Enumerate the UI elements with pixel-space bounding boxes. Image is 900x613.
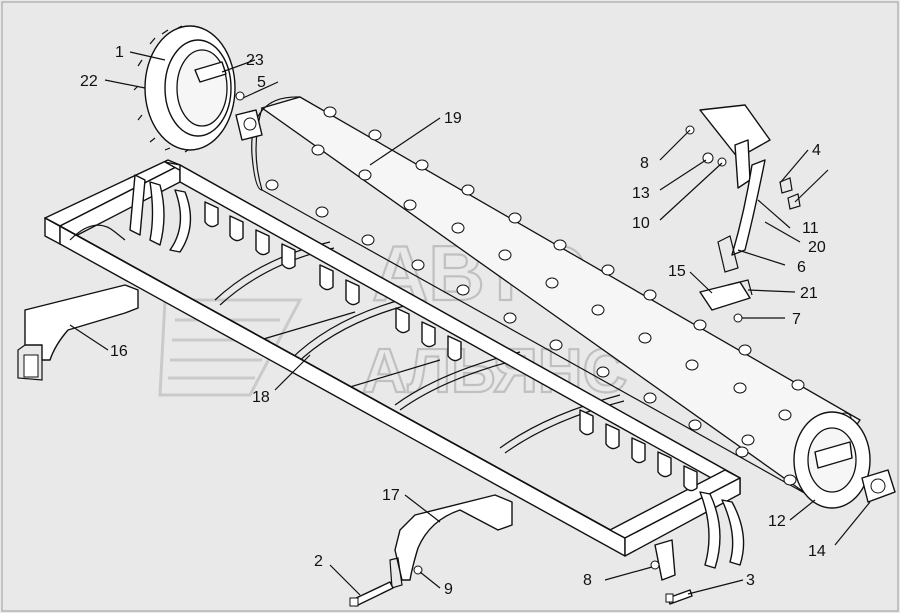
bracket-16: [17, 284, 139, 381]
callout-11: 11: [802, 220, 819, 237]
callout-14: 14: [808, 543, 826, 560]
callout-17: 17: [382, 487, 400, 504]
left-tines: [149, 181, 192, 253]
nut-8-lower: [650, 560, 660, 570]
leader-lines: [69, 51, 871, 596]
nut-5: [235, 91, 245, 101]
bolt-3: [665, 589, 693, 605]
callout-19: 19: [444, 110, 462, 127]
callout-13: 13: [632, 185, 650, 202]
callout-3: 3: [746, 572, 755, 589]
callout-20: 20: [808, 239, 826, 256]
callout-22: 22: [80, 73, 98, 90]
callout-23: 23: [246, 52, 264, 69]
scraper-blade-15: [699, 281, 751, 311]
callout-18: 18: [252, 389, 270, 406]
bearing-housing-left: [235, 109, 263, 141]
wheel-clamp-23: [194, 61, 227, 83]
callout-16: 16: [110, 343, 128, 360]
callout-12: 12: [768, 513, 786, 530]
end-disc-12: [793, 411, 871, 509]
scraper-arm-assembly: [685, 104, 801, 323]
callout-6: 6: [797, 259, 806, 276]
callout-5: 5: [257, 74, 266, 91]
callout-labels: 1 22 23 5 19 8 13 10 4 11 20 6 15 21 7 1…: [80, 44, 826, 598]
drum-studs: [265, 106, 852, 486]
frame-mounting-tabs: [204, 201, 698, 492]
callout-9: 9: [444, 581, 453, 598]
bolt-2: [349, 581, 394, 607]
main-frame: [44, 159, 741, 581]
callout-4: 4: [812, 142, 821, 159]
callout-21: 21: [800, 285, 818, 302]
bracket-17: [389, 494, 513, 589]
callout-8-upper: 8: [640, 155, 649, 172]
bearing-flange-14: [861, 469, 896, 503]
washer-10: [717, 157, 727, 167]
right-tines: [699, 491, 745, 569]
disc-wheel-1: [133, 25, 245, 153]
callout-7: 7: [792, 311, 801, 328]
callout-1: 1: [115, 44, 124, 61]
drum-19: [251, 96, 861, 496]
callout-2: 2: [314, 553, 323, 570]
callout-15: 15: [668, 263, 686, 280]
callout-8-lower: 8: [583, 572, 592, 589]
callout-10: 10: [632, 215, 650, 232]
